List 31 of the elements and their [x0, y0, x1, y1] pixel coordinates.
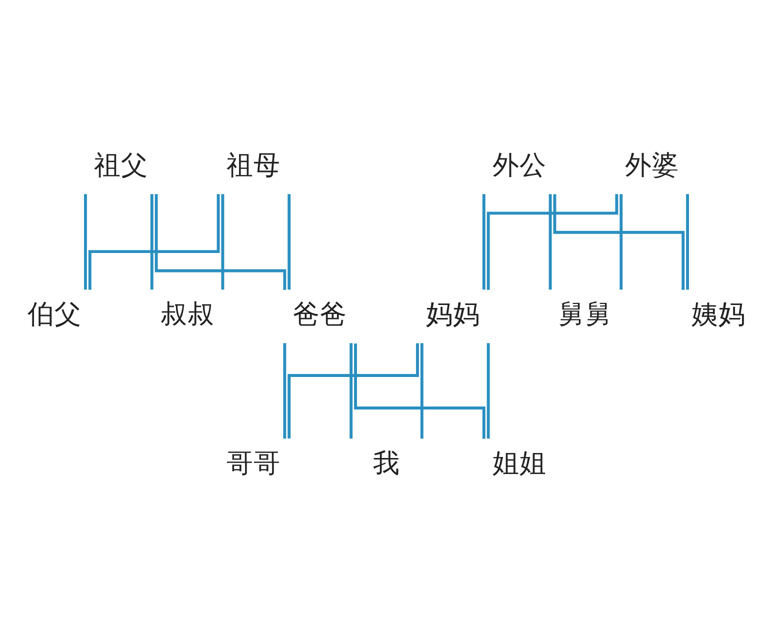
- connector: [150, 194, 154, 290]
- connector: [686, 194, 689, 290]
- node-text: 姨妈: [692, 298, 746, 330]
- node-text: 姐姐: [492, 448, 546, 479]
- node-text: 舅舅: [558, 298, 613, 330]
- connector: [548, 194, 552, 290]
- node-text: 伯父: [27, 298, 82, 330]
- node-text: 祖母: [226, 149, 281, 180]
- connector: [88, 194, 220, 290]
- connector: [154, 194, 286, 290]
- connector: [354, 342, 486, 438]
- node-text: 我: [373, 448, 400, 479]
- connector: [486, 194, 618, 290]
- connector: [553, 194, 685, 290]
- connector: [350, 342, 353, 438]
- node-text: 爸爸: [293, 298, 348, 330]
- node-text: 外婆: [625, 149, 680, 180]
- connector: [482, 194, 486, 290]
- node-text: 祖父: [94, 149, 148, 180]
- node-text: 外公: [492, 149, 546, 180]
- connector: [620, 194, 623, 290]
- connector: [221, 194, 224, 290]
- connector: [84, 194, 87, 290]
- node-text: 哥哥: [226, 448, 281, 479]
- connector: [288, 342, 419, 438]
- connector: [288, 194, 291, 290]
- node-text: 叔叔: [160, 298, 214, 330]
- connector: [283, 342, 286, 438]
- node-text: 妈妈: [426, 298, 480, 330]
- connector: [486, 342, 490, 438]
- connector: [420, 342, 424, 438]
